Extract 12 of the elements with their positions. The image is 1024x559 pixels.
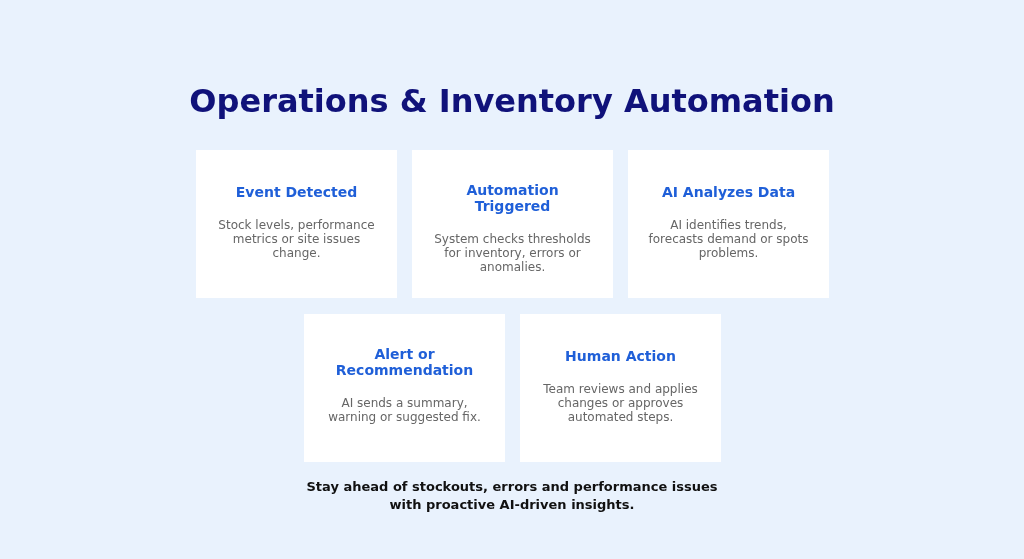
card-description: AI identifies trends, forecasts demand or spots problems. — [647, 218, 810, 260]
card-heading: Human Action — [564, 348, 677, 364]
card-description: AI sends a summary, warning or suggested fix. — [327, 396, 482, 424]
card-heading: Event Detected — [234, 184, 359, 200]
diagram-title: Operations & Inventory Automation — [188, 82, 836, 120]
card-heading: Alert or Recommendation — [334, 346, 475, 378]
card-description: System checks thresholds for inventory, errors or anomalies. — [433, 232, 592, 274]
card-description: Stock levels, performance metrics or site issues change. — [217, 218, 376, 260]
card-heading: Automation Triggered — [465, 182, 560, 214]
card-heading: AI Analyzes Data — [660, 184, 797, 200]
card-description: Team reviews and applies changes or approves automated steps. — [542, 382, 699, 424]
caption: Stay ahead of stockouts, errors and performance issues with proactive AI-driven insights. — [305, 478, 719, 514]
